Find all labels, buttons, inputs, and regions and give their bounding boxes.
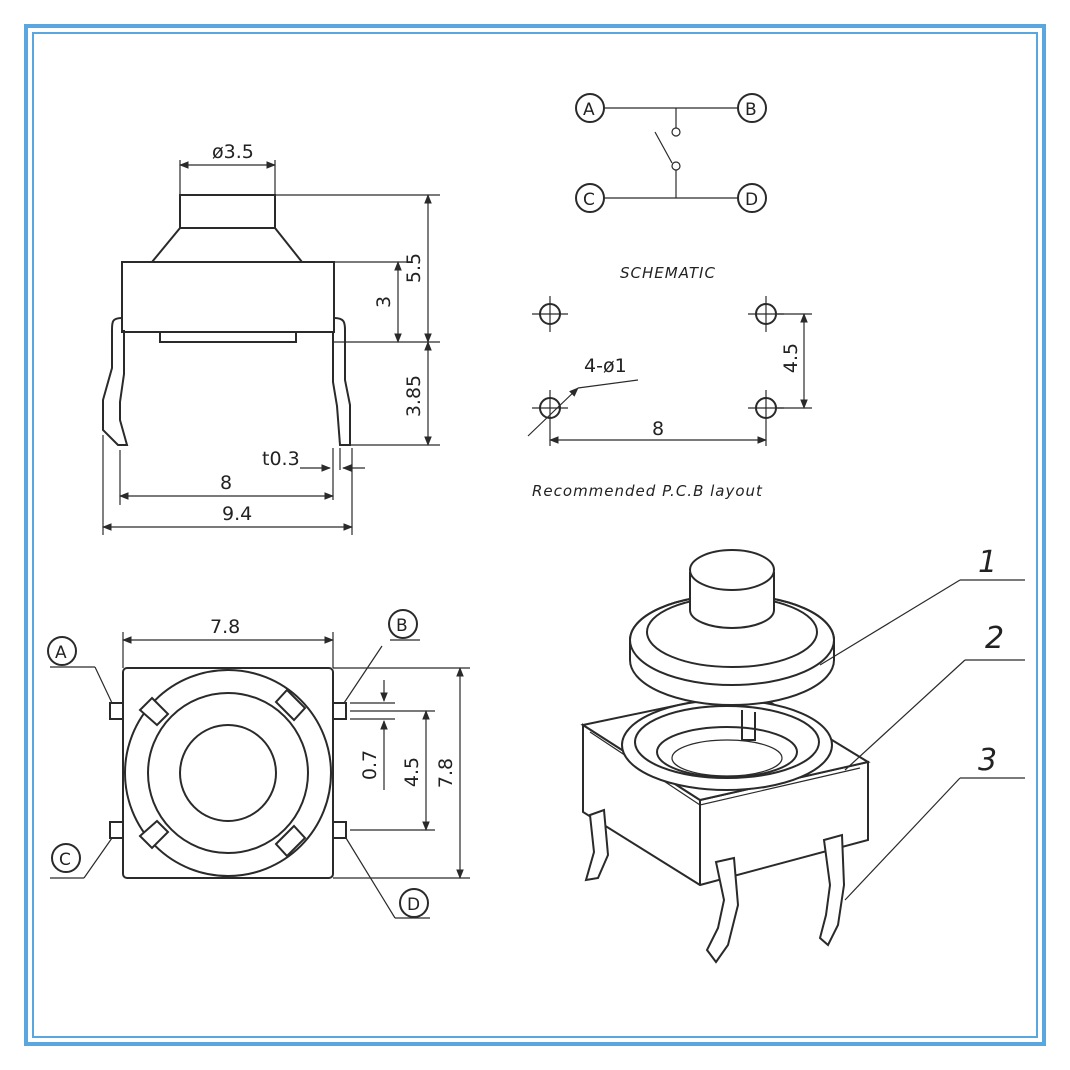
dim-pin-thickness: t0.3 (262, 448, 300, 470)
callout-3: 3 (978, 743, 997, 778)
side-view: ø3.5 5.5 3 3.85 t0.3 8 9.4 (102, 141, 440, 535)
schematic-caption: SCHEMATIC (620, 264, 716, 282)
side-pin-left (102, 317, 129, 446)
schematic-pin-a: A (583, 100, 595, 120)
exploded-pin-3 (818, 833, 846, 947)
callout-1: 1 (978, 545, 997, 580)
pcb-caption: Recommended P.C.B layout (532, 482, 763, 500)
top-view: 7.8 7.8 4.5 0.7 A B C D (47, 609, 470, 919)
dim-overall-width: 9.4 (222, 503, 252, 525)
top-pin-a: A (55, 643, 67, 663)
callout-2: 2 (985, 621, 1004, 656)
exploded-plunger-top (689, 549, 775, 591)
dim-total-height: 5.5 (403, 253, 425, 283)
exploded-pin-1 (584, 808, 610, 882)
dim-pin-pitch: 8 (220, 472, 232, 494)
pcb-dim-horizontal: 8 (652, 418, 664, 440)
dim-plunger-dia: ø3.5 (212, 141, 254, 163)
top-dim-height: 7.8 (435, 758, 457, 788)
top-dim-pitch: 4.5 (401, 757, 423, 787)
top-pin-c: C (59, 850, 71, 870)
schematic-pin-d: D (745, 190, 758, 210)
exploded-pin-2 (705, 856, 740, 964)
top-dim-width: 7.8 (210, 616, 240, 638)
pcb-dim-vertical: 4.5 (780, 343, 802, 373)
top-body (122, 667, 334, 879)
dim-body-height: 3 (373, 296, 395, 308)
top-pin-b: B (396, 616, 408, 636)
inner-frame (32, 32, 1038, 1038)
outer-frame (24, 24, 1046, 1046)
schematic-pin-c: C (583, 190, 595, 210)
side-body (121, 261, 335, 333)
top-pin-d: D (407, 895, 420, 915)
dim-pin-length: 3.85 (403, 375, 425, 417)
pcb-layout: 4-ø1 4.5 8 Recommended P.C.B layout (527, 296, 812, 500)
schematic: A B C D SCHEMATIC (575, 93, 767, 282)
top-dim-pin-width: 0.7 (359, 750, 381, 780)
pcb-dim-hole: 4-ø1 (584, 355, 627, 377)
exploded-view: 1 2 3 (580, 545, 1025, 964)
schematic-pin-b: B (745, 100, 757, 120)
side-pin-right (332, 317, 351, 446)
